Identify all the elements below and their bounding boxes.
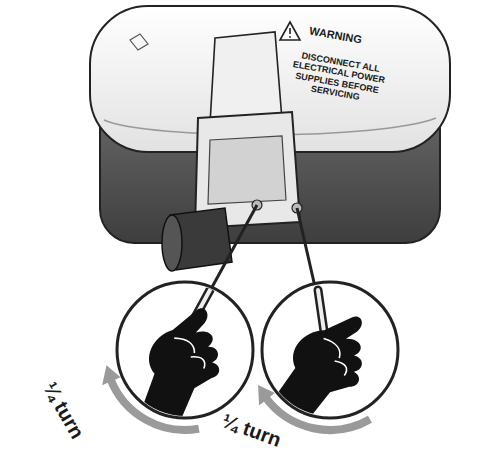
lid-ridge bbox=[210, 32, 282, 124]
turn-arrow bbox=[110, 379, 199, 430]
arrow-head bbox=[258, 385, 275, 405]
turn-label: ¼ turn bbox=[39, 378, 89, 442]
logo-mark bbox=[130, 34, 148, 50]
turn-label: ¼ turn bbox=[219, 409, 284, 452]
arrow-head bbox=[102, 365, 120, 385]
screwdriver-shaft bbox=[205, 205, 257, 300]
turn-arrow bbox=[265, 397, 370, 430]
detail-circle bbox=[262, 282, 398, 418]
warning-symbol bbox=[280, 22, 300, 40]
